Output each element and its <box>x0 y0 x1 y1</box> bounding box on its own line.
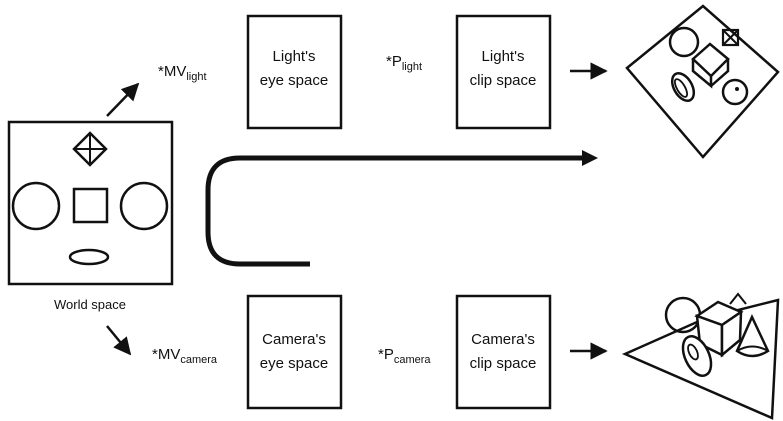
light-view-cube-icon <box>691 42 730 89</box>
camera-clip-space-label-line2: clip space <box>470 355 537 372</box>
camera-view-scene <box>621 292 780 420</box>
mv-camera-label: *MVcamera <box>152 346 218 366</box>
mv-light-label: *MVlight <box>158 63 207 83</box>
arrow-world-to-camera-eye <box>106 325 132 356</box>
p-light-label: *Plight <box>386 53 422 73</box>
disc-icon <box>68 248 110 266</box>
camera-view-ground-plane <box>621 298 780 420</box>
light-clip-space-label-line2: clip space <box>470 72 537 89</box>
left-sphere-icon <box>11 181 61 231</box>
world-space-caption: World space <box>54 297 126 312</box>
light-view-cone-icon <box>721 78 749 106</box>
light-eye-space-box <box>246 14 343 130</box>
camera-view-light-icon <box>729 292 747 305</box>
camera-view-cone-icon <box>735 313 770 358</box>
p-camera-label: *Pcamera <box>378 346 431 366</box>
light-view-ground-plane <box>625 4 780 159</box>
light-eye-space-label-line2: eye space <box>260 72 328 89</box>
camera-view-cube-icon <box>694 300 744 358</box>
light-view-scene <box>625 4 780 159</box>
light-eye-space-label-line1: Light's <box>273 48 316 65</box>
arrow-world-to-light-eye <box>106 82 140 117</box>
light-view-disc-icon <box>670 72 696 102</box>
camera-eye-space-label-line1: Camera's <box>262 331 326 348</box>
center-cube-icon <box>72 187 109 224</box>
world-space: World space <box>7 120 174 312</box>
light-diamond-icon <box>72 131 108 167</box>
camera-path: *MVcamera Camera's eye space *Pcamera Ca… <box>106 292 780 420</box>
camera-clip-space-label-line1: Camera's <box>471 331 535 348</box>
camera-eye-space-label-line2: eye space <box>260 355 328 372</box>
camera-clip-space-box <box>455 294 552 410</box>
right-sphere-icon <box>119 181 169 231</box>
pipeline-flow-arrowhead <box>582 150 598 166</box>
camera-view-disc-icon <box>681 335 713 377</box>
pipeline-flow-arrow <box>205 155 583 267</box>
light-clip-space-label-line1: Light's <box>482 48 525 65</box>
light-path: *MVlight Light's eye space *Plight Light… <box>106 4 780 159</box>
light-view-sphere-icon <box>668 26 700 58</box>
light-clip-space-box <box>455 14 552 130</box>
world-space-box <box>7 120 174 286</box>
camera-eye-space-box <box>246 294 343 410</box>
light-view-light-icon <box>721 28 740 47</box>
